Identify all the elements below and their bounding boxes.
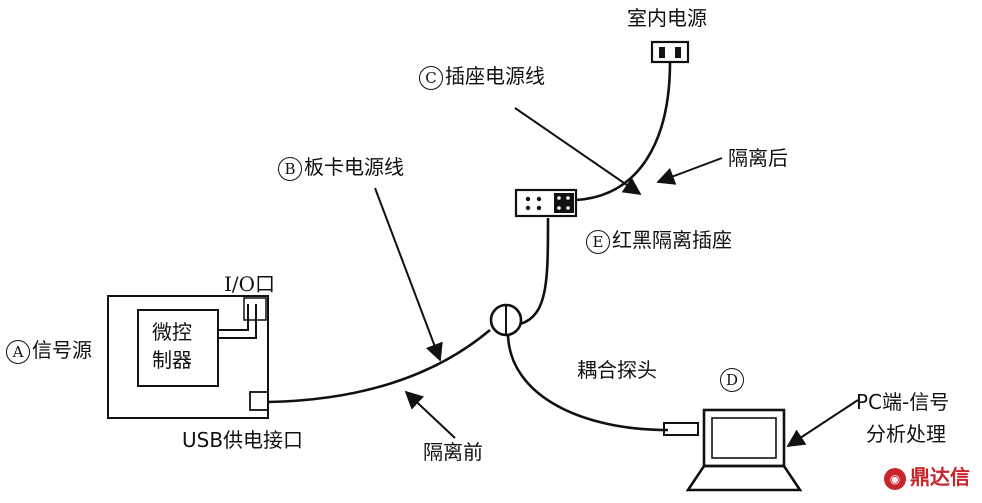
laptop-screen xyxy=(711,417,777,459)
socket-power-cable xyxy=(575,61,672,202)
arrow-before-isolation xyxy=(404,390,456,439)
label-usb-port: USB供电接口 xyxy=(182,428,304,452)
watermark-logo-icon: ◉ xyxy=(884,467,906,490)
arrow-socket-cable xyxy=(514,107,642,196)
watermark-text: 鼎达信 xyxy=(910,465,970,489)
label-pc-line1: PC端-信号 xyxy=(856,390,950,414)
label-mcu-line1: 微控 xyxy=(152,320,192,344)
marker-d: D xyxy=(720,367,744,392)
marker-e: E xyxy=(586,229,610,254)
label-mcu-line2: 制器 xyxy=(152,348,192,372)
label-pc-line2: 分析处理 xyxy=(866,422,946,446)
laptop-keyboard xyxy=(685,464,803,492)
arrow-board-cable xyxy=(374,187,443,362)
label-indoor-power: 室内电源 xyxy=(627,6,707,30)
marker-a: A xyxy=(6,339,30,364)
pc-connector xyxy=(663,422,699,436)
label-after-isolation: 隔离后 xyxy=(728,146,788,170)
usb-port-box xyxy=(249,391,269,411)
label-coupling-probe: 耦合探头 xyxy=(577,358,657,382)
isolation-socket xyxy=(514,188,578,218)
watermark: ◉鼎达信 xyxy=(884,461,970,490)
signal-source-board xyxy=(107,295,269,419)
arrow-after-isolation xyxy=(656,157,723,185)
label-board-cable-text: 板卡电源线 xyxy=(304,155,404,179)
mcu-chip xyxy=(137,309,219,387)
isolation-socket-panel xyxy=(554,193,574,213)
label-socket-cable-text: 插座电源线 xyxy=(445,64,545,88)
indoor-power-plug xyxy=(650,40,690,64)
board-power-cable xyxy=(267,329,491,404)
label-red-black-socket-text: 红黑隔离插座 xyxy=(612,228,732,252)
label-before-isolation: 隔离前 xyxy=(423,440,483,464)
io-wire-2 xyxy=(218,304,257,339)
arrow-pc xyxy=(786,399,859,447)
io-wire-1 xyxy=(218,304,249,331)
marker-c: C xyxy=(419,65,443,90)
socket-to-ring-cable xyxy=(519,217,550,326)
probe-to-pc-cable xyxy=(506,334,669,432)
marker-b: B xyxy=(278,156,302,181)
label-signal-source-text: 信号源 xyxy=(32,338,92,362)
label-io-port: I/O口 xyxy=(224,272,276,296)
label-pc-marker: D xyxy=(720,366,746,392)
